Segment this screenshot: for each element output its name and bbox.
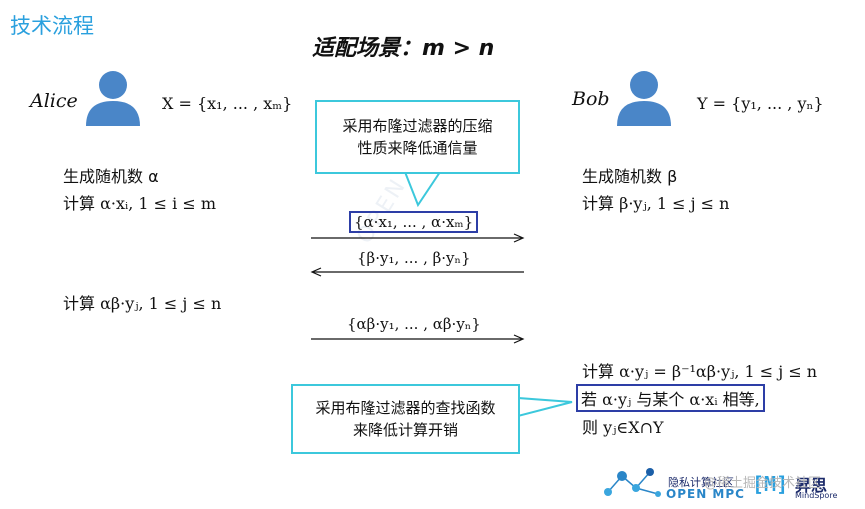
mindspore-cn-label: 昇思	[795, 476, 828, 495]
bob-compare: 若 α·yⱼ 与某个 α·xᵢ 相等,	[576, 384, 765, 412]
alice-compute-2: 计算 αβ·yⱼ, 1 ≤ j ≤ n	[63, 294, 222, 313]
alice-set: X = {x₁, ... , xₘ}	[162, 94, 293, 113]
alice-avatar-icon	[86, 71, 140, 126]
callout-lookup-line2: 来降低计算开销	[352, 421, 458, 439]
openmpc-cn-label: 隐私计算社区	[668, 476, 734, 489]
callout-compression-line1: 采用布隆过滤器的压缩	[342, 117, 493, 135]
mindspore-en-label: MindSpore	[795, 491, 838, 500]
message-alice-to-bob-2: {αβ·y₁, ... , αβ·yₙ}	[347, 315, 481, 333]
bob-random: 生成随机数 β	[582, 167, 678, 186]
bob-name: Bob	[572, 88, 610, 110]
alice-name: Alice	[30, 90, 78, 112]
openmpc-logo-icon	[604, 468, 661, 497]
arrow-right-2-head	[513, 334, 525, 344]
bob-set: Y = {y₁, ... , yₙ}	[697, 94, 824, 113]
callout-compression-line2: 性质来降低通信量	[357, 139, 478, 157]
scenario-heading: 适配场景：m > n	[312, 36, 495, 61]
openmpc-en-label: OPEN MPC	[666, 487, 745, 501]
bob-compute-2: 计算 α·yⱼ = β⁻¹αβ·yⱼ, 1 ≤ j ≤ n	[582, 362, 818, 381]
callout-lookup-line1: 采用布隆过滤器的查找函数	[315, 399, 496, 417]
alice-random: 生成随机数 α	[63, 167, 159, 186]
site-watermark: @稀土掘金技术社区	[704, 476, 822, 491]
arrow-left-head	[310, 267, 322, 277]
arrow-right-1-head	[513, 233, 525, 243]
bob-intersection: 则 yⱼ∈X∩Y	[582, 418, 664, 437]
mindspore-logo-icon: [M]	[752, 472, 789, 496]
message-bob-to-alice: {β·y₁, ... , β·yₙ}	[357, 249, 471, 267]
slide-title: 技术流程	[10, 14, 94, 38]
message-alice-to-bob: {α·x₁, ... , α·xₘ}	[349, 211, 479, 233]
alice-compute-1: 计算 α·xᵢ, 1 ≤ i ≤ m	[63, 194, 217, 213]
callout-compression: 采用布隆过滤器的压缩 性质来降低通信量	[315, 100, 520, 174]
callout-lookup: 采用布隆过滤器的查找函数 来降低计算开销	[291, 384, 520, 454]
bob-compute-1: 计算 β·yⱼ, 1 ≤ j ≤ n	[582, 194, 730, 213]
bob-avatar-icon	[617, 71, 671, 126]
